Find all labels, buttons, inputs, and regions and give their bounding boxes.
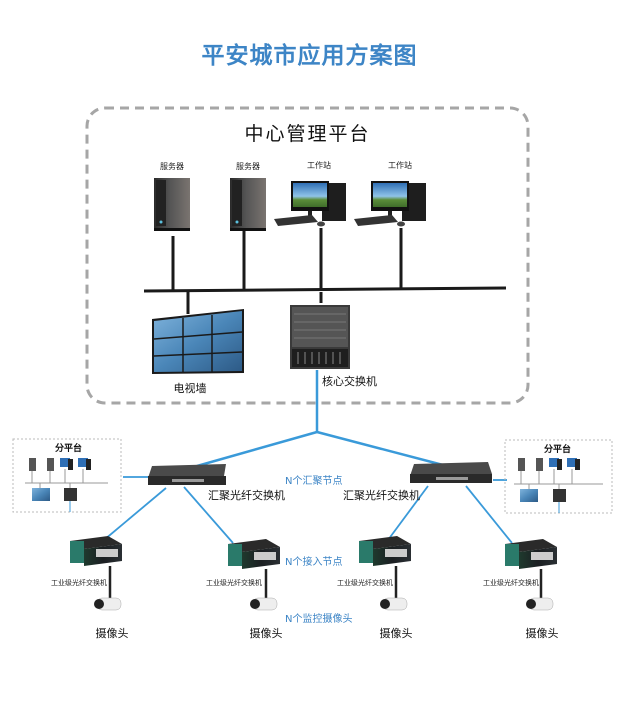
camera-1-label: 摄像头 bbox=[95, 627, 129, 640]
core-switch-label: 核心交换机 bbox=[322, 375, 377, 388]
page-title: 平安城市应用方案图 bbox=[201, 43, 418, 69]
access-switch-2-label: 工业级光纤交换机 bbox=[206, 579, 262, 587]
aggregation-switch-left-label: 汇聚光纤交换机 bbox=[208, 489, 285, 502]
aggregation-node-note: N个汇聚节点 bbox=[285, 476, 343, 487]
sub-platform-left-title: 分平台 bbox=[55, 444, 83, 454]
access-node-4 bbox=[505, 539, 557, 611]
aggregation-switch-right-label: 汇聚光纤交换机 bbox=[343, 489, 420, 502]
aggregation-switch-right bbox=[410, 462, 492, 483]
access-switch-3-label: 工业级光纤交换机 bbox=[337, 579, 393, 587]
camera-2-label: 摄像头 bbox=[249, 627, 283, 640]
core-switch bbox=[290, 305, 350, 369]
sub-platform-left-border bbox=[12, 438, 122, 513]
access-node-3 bbox=[359, 536, 411, 611]
sub-platform-right-devices bbox=[514, 458, 603, 513]
camera-node-note: N个监控摄像头 bbox=[285, 614, 353, 625]
workstation-1-label: 工作站 bbox=[307, 161, 331, 170]
center-platform-border bbox=[85, 106, 530, 405]
video-wall-label: 电视墙 bbox=[173, 382, 207, 395]
backbone-links bbox=[196, 370, 444, 468]
server-2 bbox=[230, 178, 266, 231]
camera-3-label: 摄像头 bbox=[379, 627, 413, 640]
access-node-1 bbox=[70, 536, 122, 611]
access-switch-1-label: 工业级光纤交换机 bbox=[51, 579, 107, 587]
access-node-note: N个接入节点 bbox=[285, 557, 343, 568]
server-2-label: 服务器 bbox=[236, 162, 260, 171]
sub-platform-left-devices bbox=[25, 458, 108, 512]
center-bus-line bbox=[143, 286, 507, 293]
access-switch-4-label: 工业级光纤交换机 bbox=[483, 579, 539, 587]
video-wall bbox=[152, 309, 244, 374]
server-1-label: 服务器 bbox=[160, 162, 184, 171]
aggregation-switch-left bbox=[148, 464, 226, 485]
camera-4-label: 摄像头 bbox=[525, 627, 559, 640]
workstation-2 bbox=[354, 181, 426, 227]
center-platform-title: 中心管理平台 bbox=[244, 123, 371, 145]
workstation-2-label: 工作站 bbox=[388, 161, 412, 170]
server-1 bbox=[154, 178, 190, 231]
workstation-1 bbox=[274, 181, 346, 227]
center-bus-wires bbox=[143, 228, 507, 314]
access-node-2 bbox=[228, 539, 280, 611]
sub-platform-right-title: 分平台 bbox=[544, 445, 572, 455]
